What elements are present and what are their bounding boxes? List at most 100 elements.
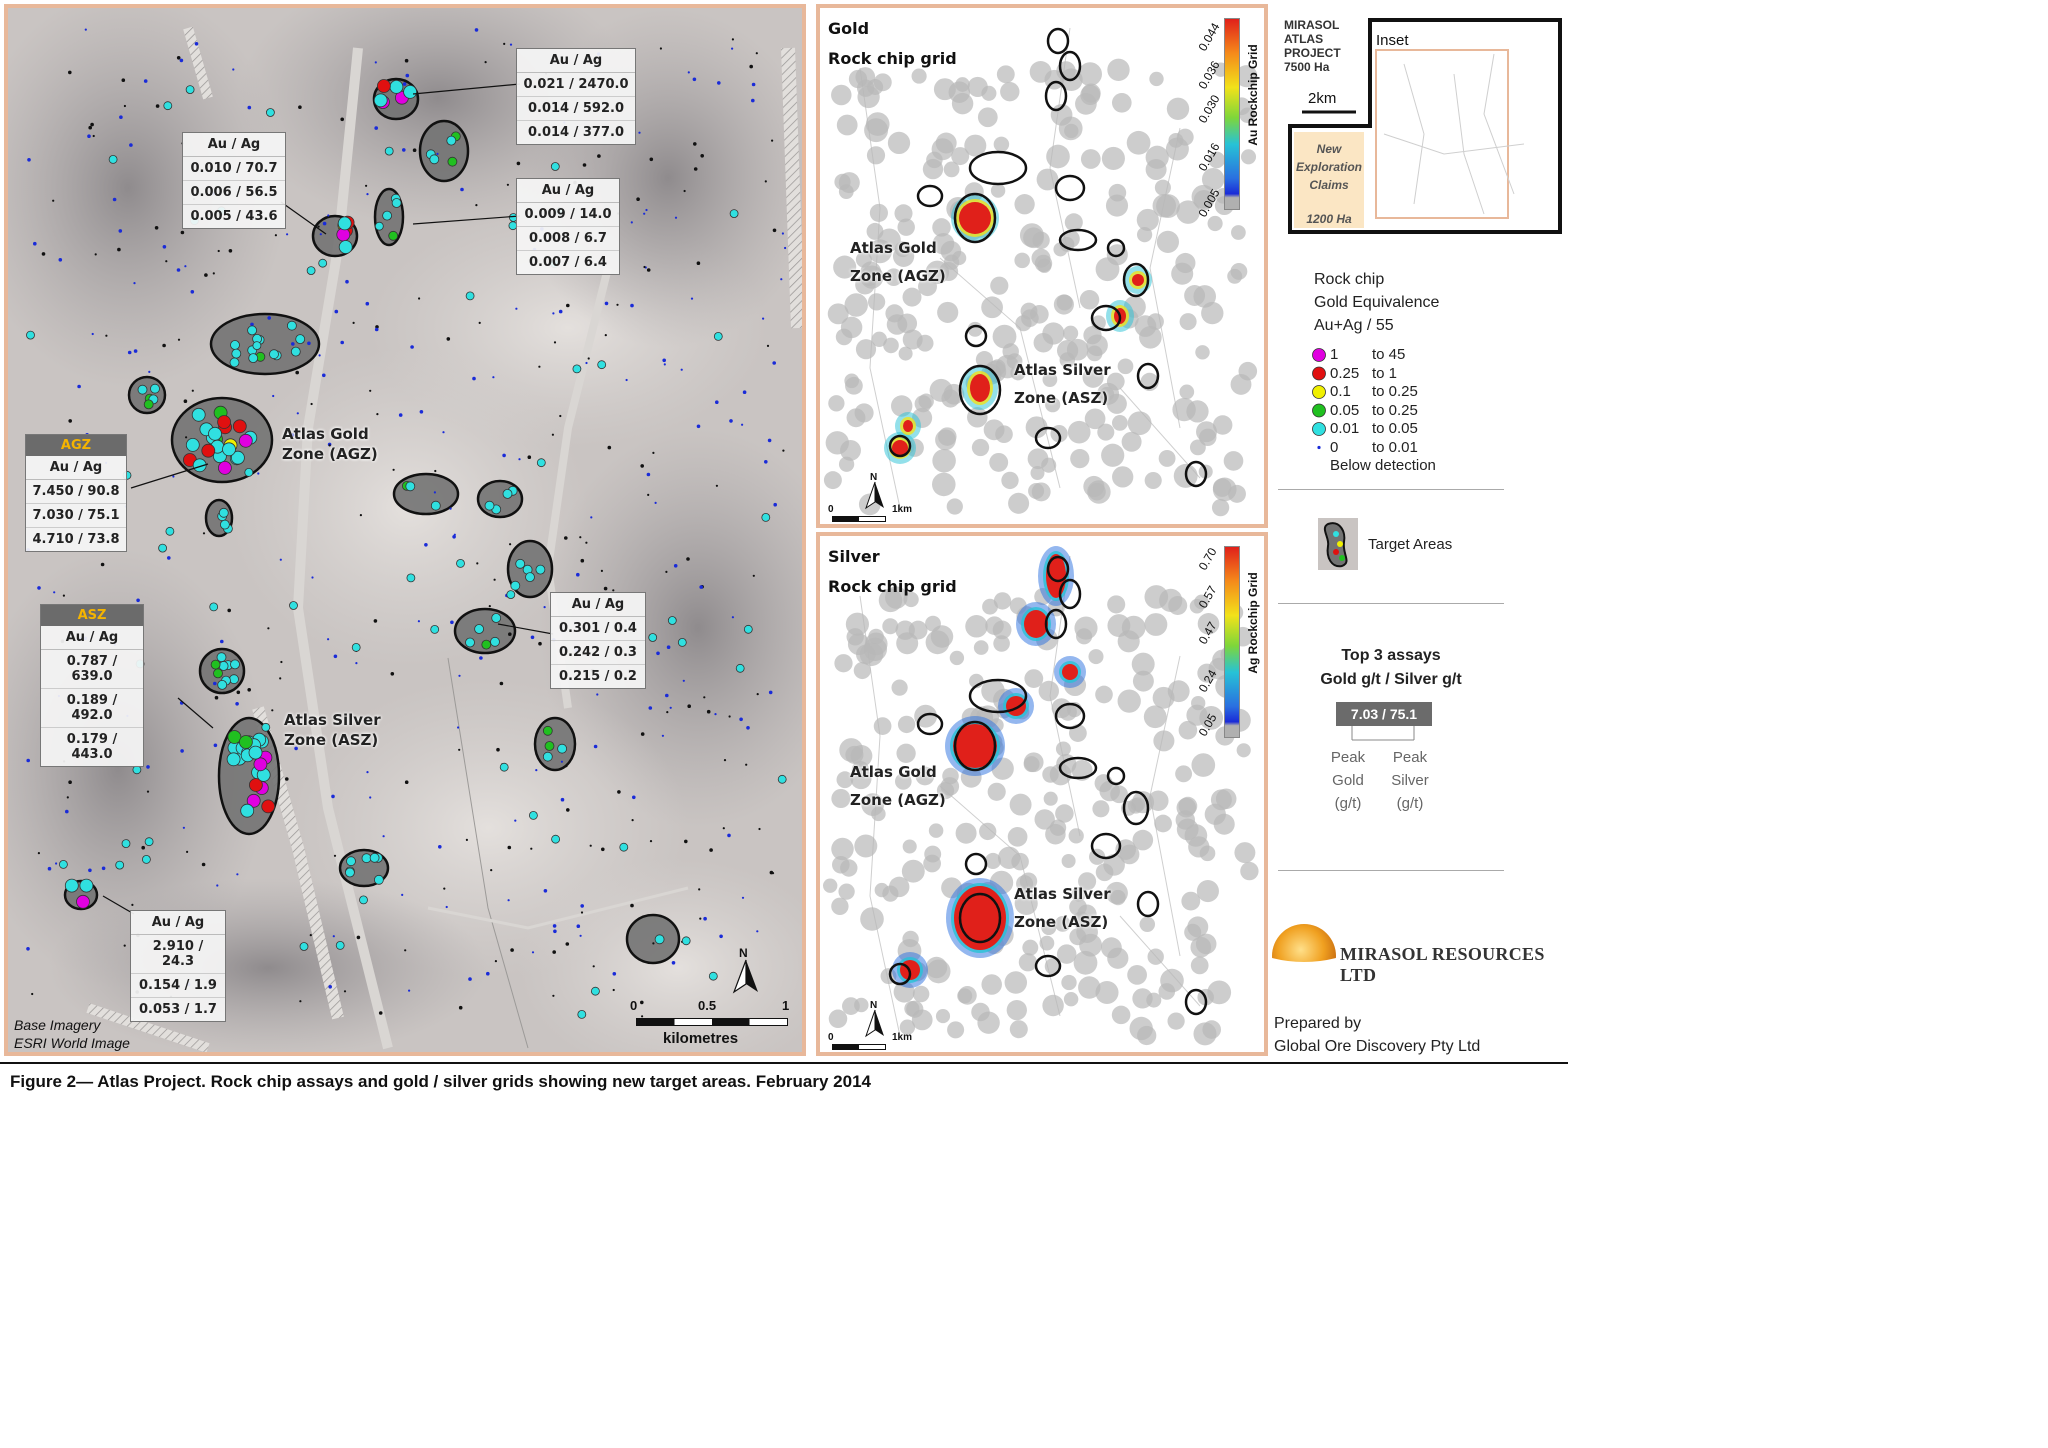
grid-sample-blob <box>1117 630 1140 653</box>
rock-chip-point <box>474 28 479 32</box>
rock-chip-point <box>745 763 748 766</box>
rock-chip-point <box>384 146 394 156</box>
grid-sample-blob <box>1136 208 1159 231</box>
rock-chip-point <box>772 361 776 365</box>
rock-chip-point <box>460 187 464 192</box>
grid-sample-blob <box>894 773 912 790</box>
grid-sample-blob <box>1056 339 1079 362</box>
scale-bar <box>832 1044 886 1050</box>
rock-chip-point <box>465 838 468 842</box>
grid-sample-blob <box>838 456 855 472</box>
rock-chip-point <box>257 472 260 475</box>
rock-chip-point <box>587 357 590 360</box>
grid-sample-blob <box>1071 887 1086 902</box>
rock-chip-point <box>447 156 458 167</box>
legend-swatch <box>1312 366 1326 381</box>
rock-chip-point <box>589 844 592 847</box>
target-outline <box>953 720 997 772</box>
rock-chip-point <box>369 389 372 392</box>
rock-chip-point <box>343 990 347 993</box>
rock-chip-point <box>133 282 136 285</box>
inset-scale-label: 2km <box>1308 90 1337 107</box>
rock-chip-point <box>782 449 785 452</box>
gold-map-title: Gold Rock chip grid <box>828 14 957 74</box>
grid-sample-blob <box>1156 230 1180 254</box>
grid-sample-blob <box>1148 790 1169 811</box>
grid-sample-blob <box>1099 386 1115 402</box>
rock-chip-point <box>693 167 698 171</box>
rock-chip-point <box>176 56 181 60</box>
grid-sample-blob <box>942 767 959 785</box>
rock-chip-point <box>743 624 753 634</box>
target-outline <box>888 434 912 458</box>
rock-chip-point <box>457 726 460 729</box>
grid-sample-blob <box>902 839 917 854</box>
rock-chip-point <box>649 157 654 162</box>
rock-chip-point <box>79 878 94 893</box>
assay-row: 2.910 / 24.3 <box>131 935 225 974</box>
grid-sample-blob <box>983 419 1005 441</box>
grid-heat-core <box>954 886 1006 950</box>
grid-heat-core <box>1006 696 1026 716</box>
assay-row: 0.189 / 492.0 <box>41 689 143 728</box>
rock-chip-point <box>88 868 92 873</box>
rock-chip-point <box>682 679 685 682</box>
grid-sample-blob <box>1136 226 1153 243</box>
target-outline <box>964 852 988 876</box>
prepared-by: Prepared by Global Ore Discovery Pty Ltd <box>1274 1012 1480 1058</box>
legend-divider <box>1278 603 1504 604</box>
rock-chip-point <box>309 934 312 937</box>
rock-chip-point <box>769 870 774 875</box>
grid-sample-blob <box>898 346 913 361</box>
rock-chip-point <box>690 297 694 300</box>
rock-chip-point <box>204 273 208 277</box>
grid-sample-blob <box>971 438 990 457</box>
target-outline <box>1058 578 1082 610</box>
rock-chip-point <box>216 884 219 887</box>
rock-chip-point <box>579 536 582 539</box>
rock-chip-point <box>566 808 570 812</box>
rock-chip-point <box>703 696 706 699</box>
rock-chip-point <box>403 85 418 99</box>
rock-chip-point <box>673 564 678 568</box>
rock-chip-point <box>449 507 452 510</box>
grid-sample-blob <box>957 988 973 1004</box>
rock-chip-point <box>531 951 535 954</box>
rock-chip-point <box>603 586 608 591</box>
rock-chip-point <box>123 944 126 947</box>
grid-sample-blob <box>853 661 871 680</box>
rock-chip-point <box>645 208 648 212</box>
grid-sample-blob <box>1056 294 1073 311</box>
rock-chip-point <box>144 837 154 847</box>
grid-sample-blob <box>1234 842 1256 864</box>
rock-chip-point <box>741 423 744 426</box>
rock-chip-point <box>674 216 678 219</box>
rock-chip-point <box>369 852 380 863</box>
rock-chip-point <box>590 516 593 519</box>
rock-chip-point <box>217 415 232 429</box>
leader-line <box>412 83 521 95</box>
rock-chip-point <box>265 108 275 117</box>
map-title-line: Silver <box>828 547 880 566</box>
grid-sample-blob <box>896 743 916 763</box>
grid-sample-blob <box>1067 420 1091 444</box>
grid-sample-blob <box>1149 71 1164 87</box>
grid-sample-blob <box>971 1002 990 1022</box>
rock-chip-point <box>248 353 259 364</box>
rock-chip-point <box>565 942 570 946</box>
rock-chip-point <box>285 777 289 781</box>
target-outline <box>1090 304 1122 332</box>
rock-chip-point <box>719 934 723 939</box>
rock-chip-point <box>742 390 747 395</box>
rock-chip-point <box>261 799 276 814</box>
rock-chip-point <box>596 693 599 696</box>
rock-chip-point <box>295 370 300 375</box>
rock-chip-point <box>307 341 311 346</box>
rock-chip-point <box>390 672 395 676</box>
rock-chip-point <box>565 765 568 768</box>
grid-sample-blob <box>1167 1012 1185 1030</box>
rock-chip-point <box>450 620 454 625</box>
rock-chip-point <box>508 632 512 636</box>
grid-sample-blob <box>827 303 849 325</box>
rock-chip-point <box>406 573 416 583</box>
